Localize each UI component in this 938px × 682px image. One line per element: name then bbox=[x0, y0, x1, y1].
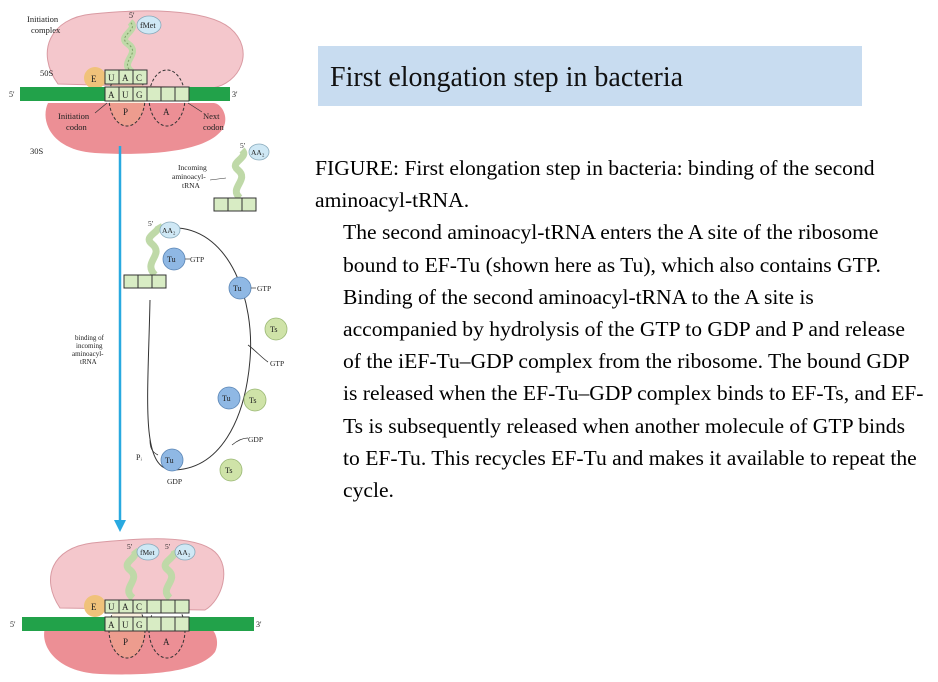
aa2-label-incoming: AA₂ bbox=[251, 148, 265, 157]
tu-label-1: Tu bbox=[167, 255, 176, 264]
tu-label-3: Tu bbox=[222, 394, 231, 403]
e-site-label-bottom: E bbox=[91, 602, 97, 612]
a-site-label: A bbox=[163, 107, 170, 117]
process-arrow: binding of incoming aminoacyl- tRNA bbox=[72, 146, 126, 532]
fmet-circle bbox=[136, 15, 162, 35]
bottom-mrna-5prime: 5' bbox=[10, 620, 16, 629]
ts-label-2: Ts bbox=[249, 396, 256, 405]
bound-5prime: 5' bbox=[148, 219, 154, 228]
gdp-label-1: GDP bbox=[248, 435, 263, 444]
bottom-anticodon-u: U bbox=[108, 602, 115, 612]
pi-label: Pᵢ bbox=[136, 453, 142, 462]
incoming-label-3: tRNA bbox=[182, 181, 201, 190]
tu-bound-trna-stem bbox=[145, 223, 162, 278]
e-site bbox=[84, 67, 106, 89]
anticodon-c: C bbox=[136, 73, 142, 83]
bottom-p-site-label: P bbox=[123, 637, 128, 647]
subunit-50s-label: 50S bbox=[40, 68, 54, 78]
mrna-5prime: 5' bbox=[9, 90, 15, 99]
bottom-codon-u: U bbox=[122, 620, 129, 630]
arrow-label-1: binding of bbox=[75, 334, 105, 342]
fmet-circle-bottom bbox=[136, 543, 160, 561]
ts-circle-3 bbox=[219, 458, 243, 482]
arrow-label-3: aminoacyl- bbox=[72, 350, 104, 358]
ts-label-3: Ts bbox=[225, 466, 232, 475]
bottom-anticodon-a: A bbox=[122, 602, 129, 612]
gtp-label-1: GTP bbox=[190, 255, 204, 264]
bottom-5prime-1: 5' bbox=[127, 542, 133, 551]
trna-5prime-label: 5' bbox=[129, 11, 135, 20]
gdp-label-2: GDP bbox=[167, 477, 182, 486]
anticodon-u: U bbox=[108, 73, 115, 83]
next-codon-label-2: codon bbox=[203, 122, 225, 132]
initiation-codon-label-2: codon bbox=[66, 122, 88, 132]
aa2-circle-bound bbox=[159, 221, 181, 239]
figure-caption: FIGURE: First elongation step in bacteri… bbox=[315, 156, 875, 213]
incoming-label-2: aminoacyl- bbox=[172, 172, 206, 181]
initiation-complex-label-1: Initiation bbox=[27, 14, 59, 24]
initiation-complex: Initiation complex 50S 30S 5' fMet E U A… bbox=[9, 10, 244, 156]
bottom-mrna-3prime: 3' bbox=[256, 620, 262, 629]
ribosome-after-binding: 5' fMet 5' AA₂ E U A C A U G 5' bbox=[10, 538, 262, 675]
fmet-label: fMet bbox=[140, 21, 156, 30]
fmet-trna-stem-bottom bbox=[123, 547, 139, 601]
aa2-circle-bottom bbox=[174, 543, 196, 561]
small-subunit-bottom bbox=[44, 628, 218, 675]
elongation-diagram: Initiation complex 50S 30S 5' fMet E U A… bbox=[9, 10, 288, 675]
fmet-label-bottom: fMet bbox=[140, 548, 155, 557]
arrow-label-4: tRNA bbox=[80, 358, 97, 366]
tu-label-4: Tu bbox=[165, 456, 174, 465]
ts-circle-2 bbox=[243, 388, 267, 412]
codon-a: A bbox=[108, 90, 115, 100]
mrna-3prime: 3' bbox=[232, 90, 238, 99]
gtp-label-2: GTP bbox=[257, 284, 271, 293]
bottom-codon-g: G bbox=[136, 620, 143, 630]
aa2-label-bottom: AA₂ bbox=[177, 548, 191, 557]
codon-g: G bbox=[136, 90, 143, 100]
e-site-label: E bbox=[91, 74, 97, 84]
incoming-trna-stem bbox=[232, 147, 248, 201]
codon-u: U bbox=[122, 90, 129, 100]
ts-circle-1 bbox=[264, 317, 288, 341]
incoming-label-1: Incoming bbox=[178, 163, 207, 172]
initiation-codon-label-1: Initiation bbox=[58, 111, 90, 121]
cycle-loop bbox=[147, 227, 252, 471]
aa2-circle-incoming bbox=[248, 143, 270, 161]
bottom-5prime-2: 5' bbox=[165, 542, 171, 551]
ts-label-1: Ts bbox=[270, 325, 277, 334]
slide-title: First elongation step in bacteria bbox=[330, 62, 684, 93]
incoming-5prime: 5' bbox=[240, 141, 246, 150]
ef-tu-cycle: Incoming aminoacyl- tRNA 5' AA₂ 5' AA₂ T… bbox=[123, 141, 288, 486]
tu-label-2: Tu bbox=[233, 284, 242, 293]
bottom-codon-a: A bbox=[108, 620, 115, 630]
small-subunit-30s bbox=[45, 103, 226, 154]
e-site-bottom bbox=[84, 595, 106, 617]
tu-circle-3 bbox=[217, 386, 241, 410]
bottom-anticodon-c: C bbox=[136, 602, 142, 612]
tu-circle-4 bbox=[160, 448, 184, 472]
aa2-trna-stem-bottom bbox=[161, 548, 178, 601]
next-codon-label-1: Next bbox=[203, 111, 220, 121]
gtp-label-3: GTP bbox=[270, 359, 284, 368]
p-site-label: P bbox=[123, 107, 128, 117]
slide-title-box: First elongation step in bacteria bbox=[318, 46, 862, 106]
bottom-a-site-label: A bbox=[163, 637, 170, 647]
aa2-label-bound: AA₂ bbox=[162, 226, 176, 235]
figure-description: FIGURE: First elongation step in bacteri… bbox=[315, 152, 925, 506]
anticodon-a: A bbox=[122, 73, 129, 83]
initiation-complex-label-2: complex bbox=[31, 25, 61, 35]
figure-paragraph: The second aminoacyl-tRNA enters the A s… bbox=[343, 220, 924, 503]
arrow-label-2: incoming bbox=[76, 342, 103, 350]
subunit-30s-label: 30S bbox=[30, 146, 44, 156]
